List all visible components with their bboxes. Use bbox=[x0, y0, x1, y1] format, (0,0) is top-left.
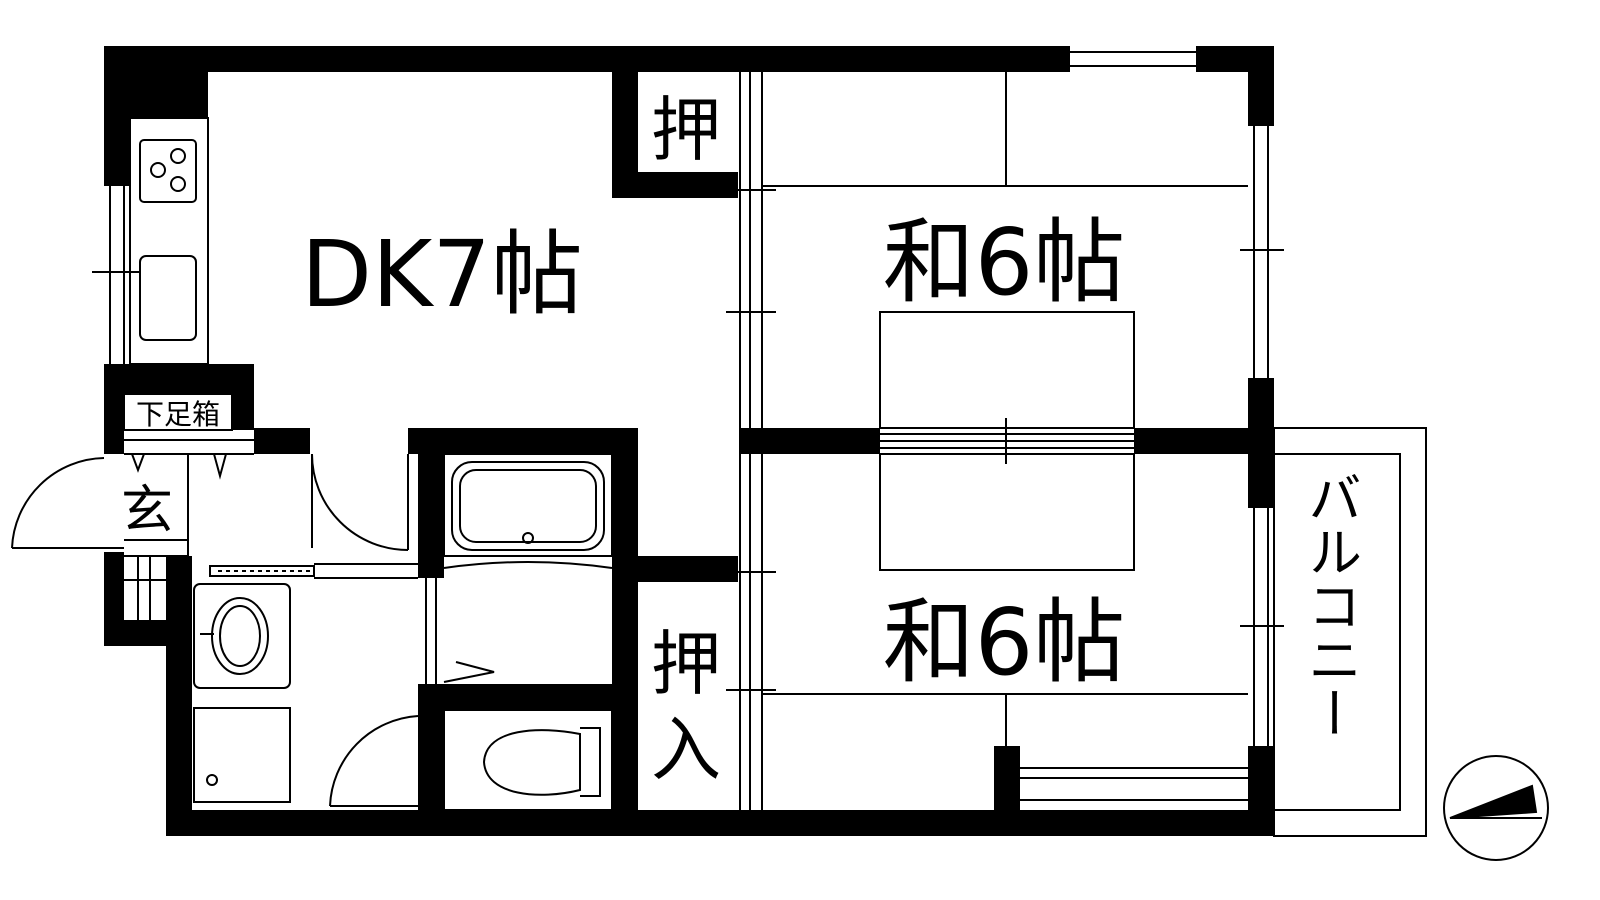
genkan-label: 玄 bbox=[121, 481, 173, 541]
wall-getabako-side bbox=[232, 364, 254, 430]
wall-tokonoma bbox=[994, 746, 1020, 836]
tokonoma-lines bbox=[1020, 767, 1248, 801]
fusuma-middle bbox=[880, 418, 1134, 464]
genkan-small-arrows bbox=[131, 453, 227, 480]
right-window-upper bbox=[1240, 126, 1284, 378]
wall-toilet-left bbox=[418, 684, 444, 836]
north-arrow-icon bbox=[1443, 755, 1549, 861]
pillar-kitchen bbox=[104, 46, 208, 118]
wall-washitsu-divider-a bbox=[740, 428, 880, 454]
toilet-icon bbox=[443, 709, 613, 811]
hall-sliding-door[interactable] bbox=[209, 563, 418, 579]
kitchen-counter bbox=[129, 117, 209, 365]
getabako-shelf bbox=[123, 393, 254, 620]
wall-oshiire-top bbox=[612, 556, 738, 582]
wall-bath-right bbox=[612, 428, 638, 836]
fusuma-left bbox=[726, 72, 776, 810]
wall-genkan-bottom bbox=[104, 620, 166, 646]
entry-door[interactable] bbox=[11, 457, 124, 549]
balcony-frame bbox=[1273, 427, 1427, 837]
right-window-lower bbox=[1240, 508, 1284, 746]
closet-label-small: 押 bbox=[651, 89, 721, 171]
interior-walls bbox=[254, 46, 1274, 836]
wall-bath-top bbox=[408, 428, 636, 454]
closet-label-oshiire-bottom: 入 bbox=[651, 709, 721, 791]
washer-pan-icon bbox=[193, 707, 291, 803]
kitchen-window bbox=[92, 186, 140, 364]
wall-genkan-left-a bbox=[104, 364, 124, 454]
wall-genkan-top bbox=[104, 364, 254, 394]
washroom-door[interactable] bbox=[329, 715, 419, 807]
room-label-washitsu-upper: 和6帖 bbox=[883, 209, 1126, 316]
wall-hall-top bbox=[254, 428, 310, 454]
sink-icon bbox=[139, 255, 197, 341]
washbasin-icon bbox=[193, 583, 291, 689]
wall-washitsu-divider-b bbox=[1134, 428, 1274, 454]
stove-icon bbox=[139, 139, 197, 203]
hall-door[interactable] bbox=[311, 453, 409, 551]
wall-closet-top-bottom bbox=[612, 172, 738, 198]
getabako-label: 下足箱 bbox=[136, 398, 220, 431]
balcony-label: バルコニー bbox=[1299, 470, 1362, 740]
wall-bottom bbox=[166, 810, 1274, 836]
tatami-upper bbox=[762, 72, 1248, 429]
wall-left-lower bbox=[166, 556, 192, 836]
bathtub-icon bbox=[443, 453, 613, 569]
room-label-dk: DK7帖 bbox=[301, 221, 583, 328]
wall-right-upper bbox=[1248, 46, 1274, 126]
bath-door[interactable] bbox=[425, 578, 495, 684]
wall-toilet-top bbox=[418, 684, 638, 710]
closet-label-oshiire-top: 押 bbox=[651, 623, 721, 705]
room-label-washitsu-lower: 和6帖 bbox=[883, 589, 1126, 696]
tatami-lower bbox=[762, 453, 1248, 746]
top-window bbox=[1070, 46, 1196, 72]
wall-bath-left bbox=[418, 428, 444, 578]
